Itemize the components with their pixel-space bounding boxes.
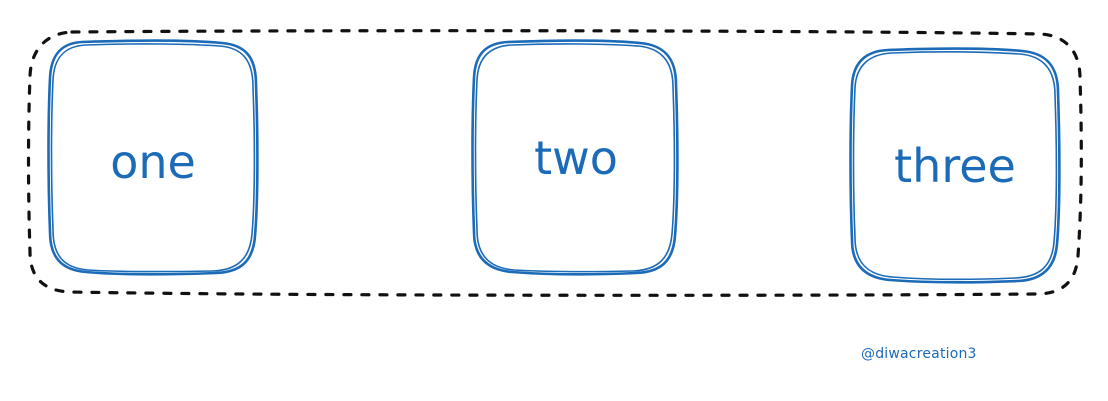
box-two[interactable]: two — [471, 39, 679, 276]
box-one-label: one — [110, 135, 196, 189]
author-credit: @diwacreation3 — [861, 346, 977, 362]
box-three-outline-sketch — [852, 51, 1058, 281]
box-three-outline — [849, 47, 1061, 284]
box-three[interactable]: three — [849, 47, 1061, 284]
dashed-container — [26, 29, 1083, 297]
box-two-outline — [471, 39, 679, 276]
box-two-outline-sketch — [474, 43, 676, 273]
box-two-label: two — [534, 131, 618, 185]
box-one[interactable]: one — [47, 39, 259, 276]
box-one-outline — [47, 39, 259, 276]
box-three-label: three — [894, 139, 1016, 193]
box-one-outline-sketch — [50, 43, 256, 273]
